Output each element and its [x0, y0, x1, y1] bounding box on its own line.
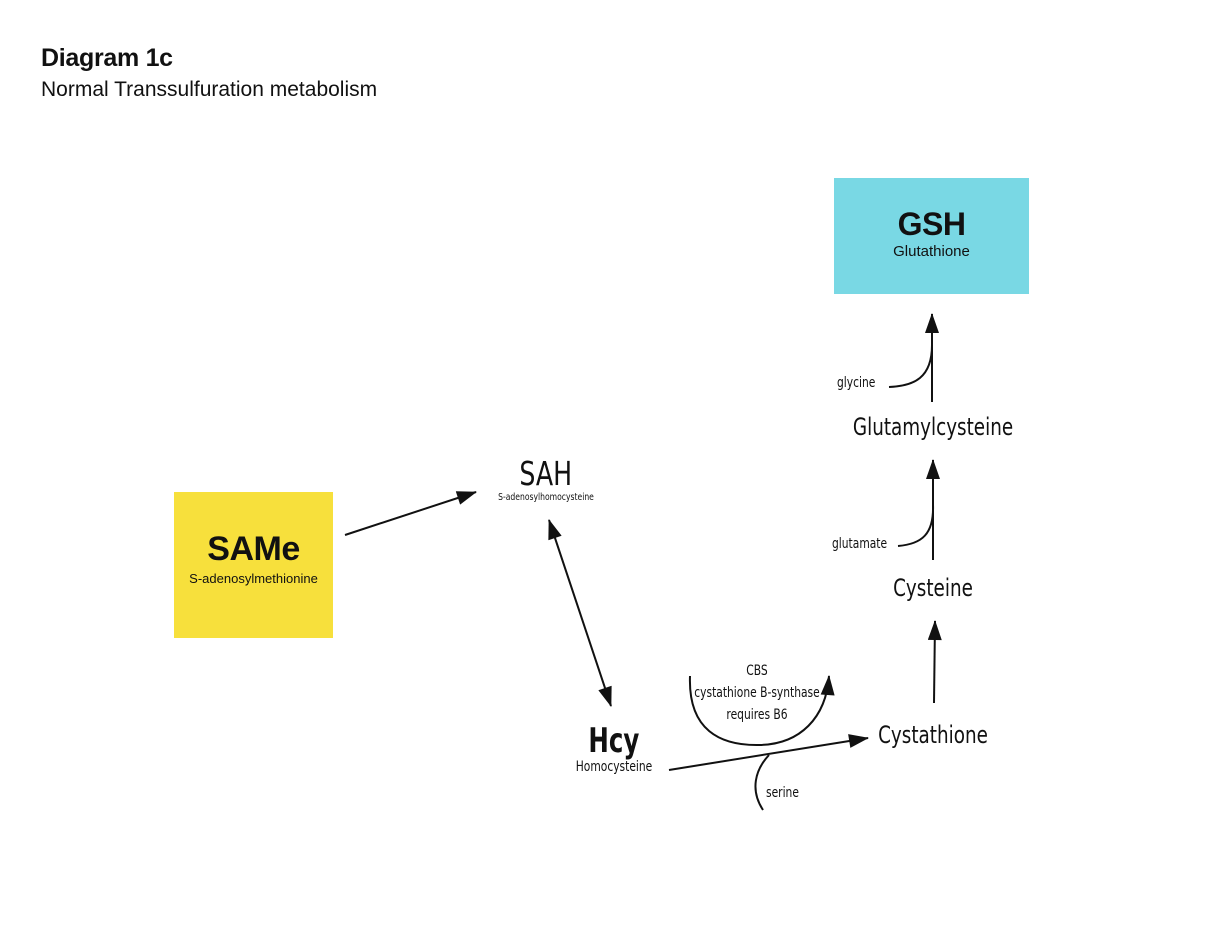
glycine-label: glycine [837, 375, 876, 391]
gsh-box: GSH Glutathione [834, 178, 1029, 294]
same-box: SAMe S-adenosylmethionine [174, 492, 333, 638]
arrow-sah-hcy-reversible [548, 519, 612, 707]
same-fullname: S-adenosylmethionine [189, 571, 318, 586]
arc-cbs-enzyme [688, 675, 835, 747]
cbs-enzyme-label: CBS cystathione B-synthase requires B6 [683, 660, 831, 726]
glutamylcysteine-node: Glutamylcysteine [839, 412, 1028, 442]
arrow-hcy-to-cystathione [668, 734, 869, 771]
cbs-fullname: cystathione B-synthase [694, 685, 820, 701]
curve-glutamate-input [897, 504, 935, 547]
arrow-cystathione-to-cysteine [927, 620, 942, 704]
glutamylcysteine-label: Glutamylcysteine [852, 413, 1014, 441]
serine-label: serine [766, 785, 799, 801]
cystathione-label: Cystathione [878, 721, 988, 749]
hcy-fullname: Homocysteine [575, 759, 653, 775]
diagram-title: Diagram 1c [41, 44, 173, 72]
cbs-abbr: CBS [746, 663, 768, 679]
sah-abbr: SAH [519, 454, 573, 493]
cysteine-label: Cysteine [893, 574, 973, 602]
sah-node: SAH S-adenosylhomocysteine [490, 456, 603, 504]
hcy-node: Hcy Homocysteine [569, 722, 659, 774]
gsh-fullname: Glutathione [893, 243, 970, 260]
hcy-abbr: Hcy [588, 721, 640, 761]
arrow-same-to-sah [344, 491, 477, 536]
diagram-subtitle: Normal Transsulfuration metabolism [41, 78, 378, 101]
same-abbr: SAMe [207, 530, 300, 568]
cbs-cofactor: requires B6 [726, 707, 788, 723]
glutamate-label: glutamate [832, 536, 888, 552]
sah-fullname: S-adenosylhomocysteine [498, 492, 594, 503]
curve-serine-input [754, 754, 770, 811]
gsh-abbr: GSH [897, 206, 966, 242]
curve-glycine-input [888, 344, 933, 388]
cystathione-node: Cystathione [868, 720, 997, 750]
cysteine-node: Cysteine [886, 573, 980, 603]
